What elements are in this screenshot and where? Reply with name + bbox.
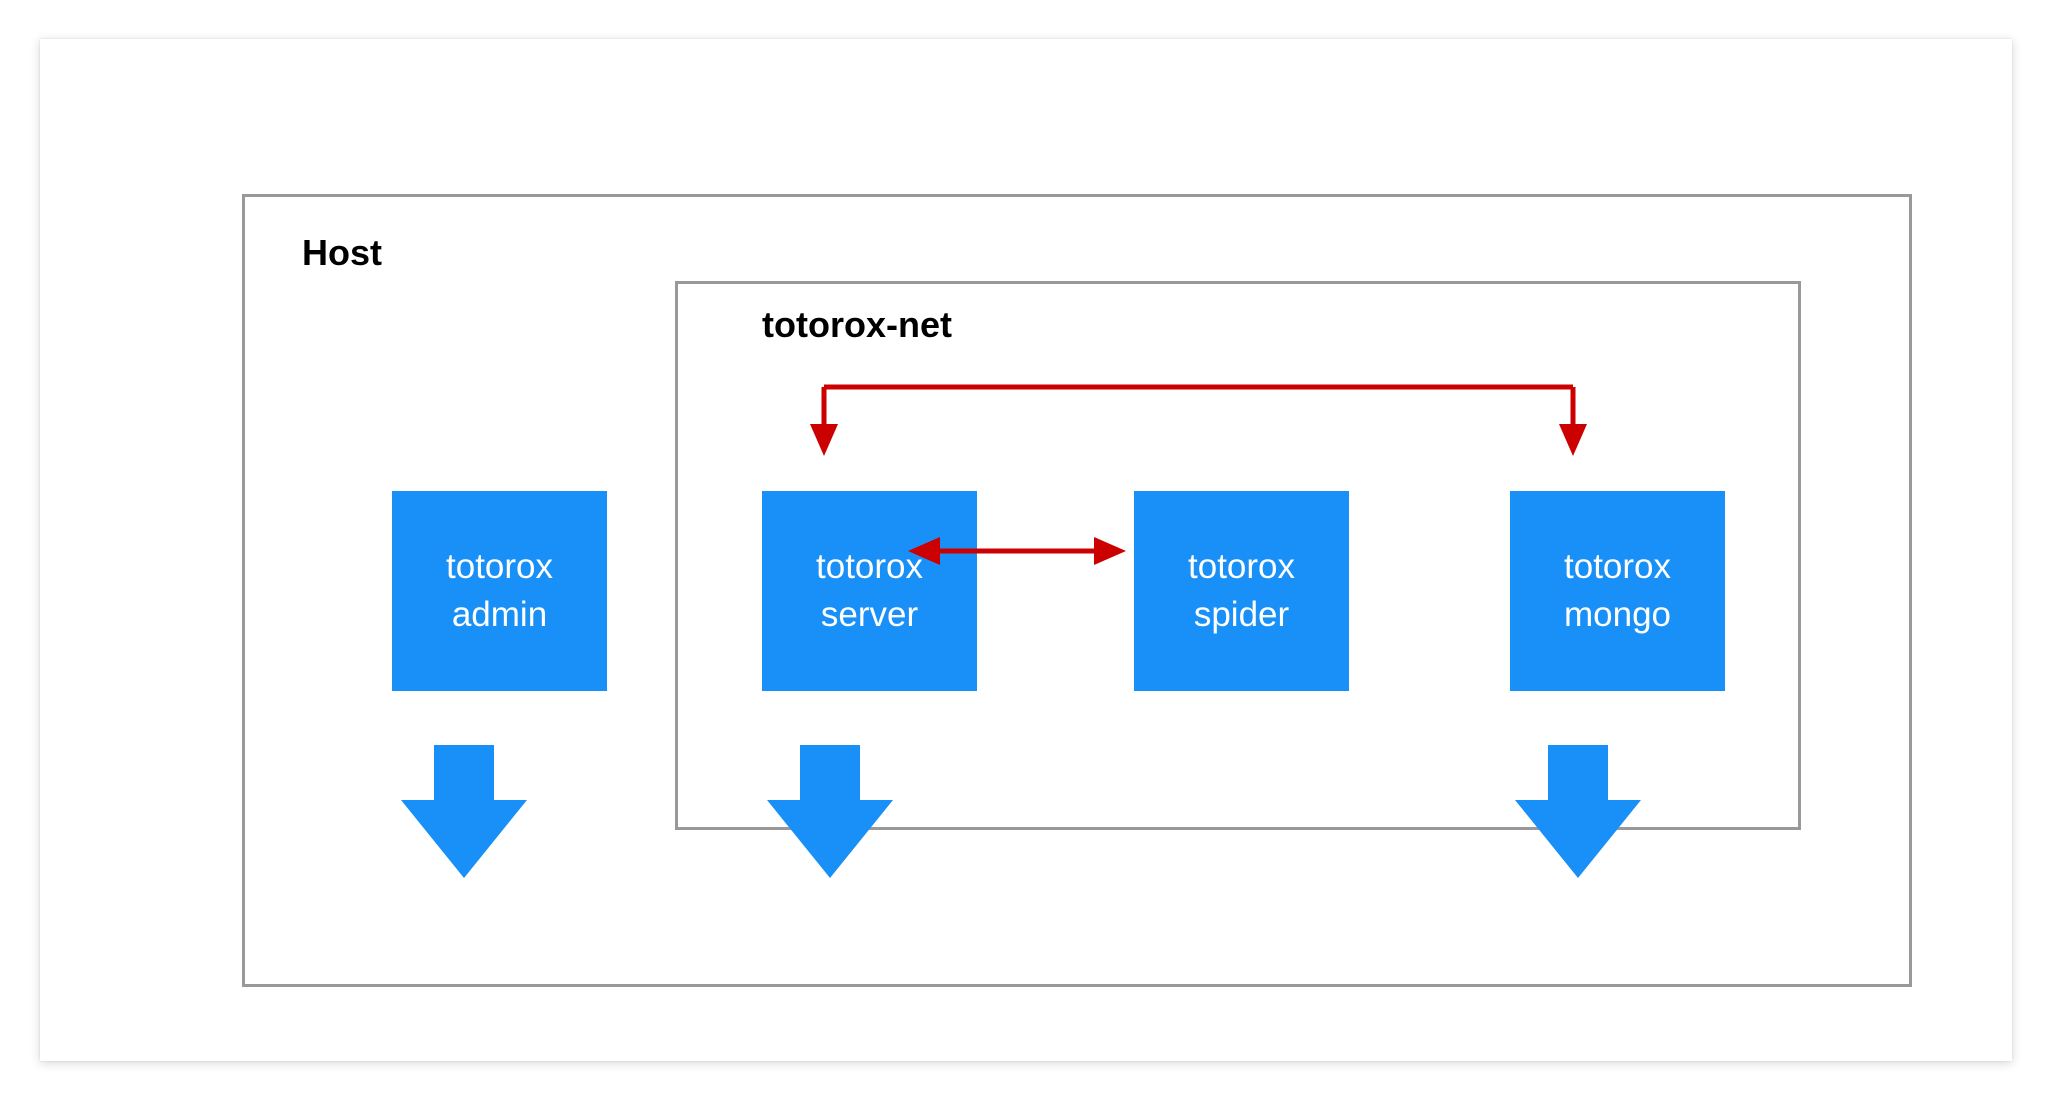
host-container-box — [242, 194, 1912, 987]
network-container-box — [675, 281, 1801, 830]
service-box-server[interactable]: totorox server — [762, 491, 977, 691]
network-label: totorox-net — [762, 304, 952, 345]
service-box-spider[interactable]: totorox spider — [1134, 491, 1349, 691]
service-spider-line1: totorox — [1188, 546, 1295, 586]
service-admin-line1: totorox — [446, 546, 553, 586]
service-server-line2: server — [820, 595, 919, 634]
service-admin-line2: admin — [451, 595, 548, 634]
service-mongo-line1: totorox — [1564, 546, 1671, 586]
diagram-card: Host totorox-net totorox admin totorox s… — [40, 39, 2012, 1061]
service-spider-line2: spider — [1193, 595, 1290, 634]
service-server-line1: totorox — [816, 546, 923, 586]
service-box-admin[interactable]: totorox admin — [392, 491, 607, 691]
host-label: Host — [302, 232, 382, 273]
service-mongo-line2: mongo — [1563, 595, 1672, 634]
service-box-mongo[interactable]: totorox mongo — [1510, 491, 1725, 691]
